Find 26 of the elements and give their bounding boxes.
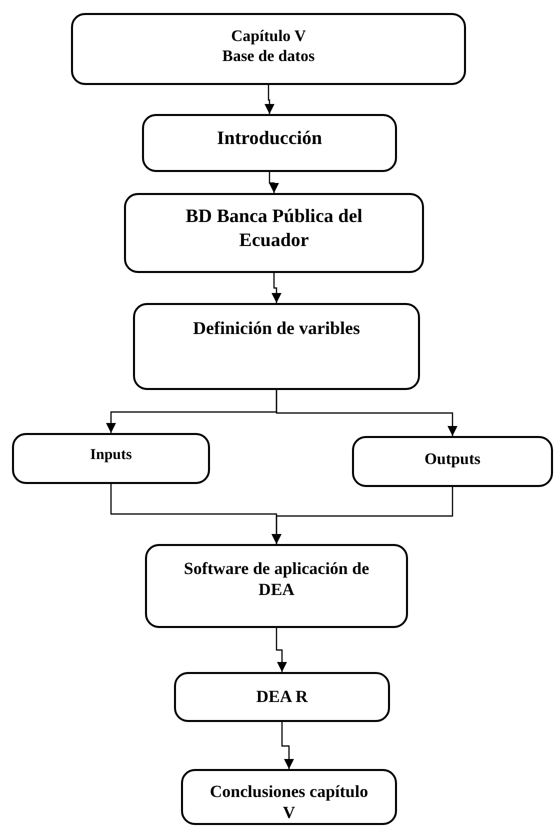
box-label: BD Banca Pública del Ecuador [184,205,364,252]
process-box [12,433,210,484]
box-label: Introducción [216,127,322,151]
process-box [124,193,424,273]
box-label: Outputs [424,450,481,470]
process-box [181,769,397,825]
box-label: Definición de varibles [193,317,360,340]
arrow [276,628,287,672]
arrow [276,390,458,436]
arrow [272,487,454,544]
arrow [268,172,279,193]
arrow [264,85,274,114]
process-box [145,544,408,628]
process-box [174,672,390,722]
box-label: Base de datos [222,47,315,67]
process-box [142,114,397,172]
box-label: Inputs [90,446,132,465]
arrow [272,273,282,303]
process-box [71,13,466,85]
box-label: Capítulo V [231,27,306,47]
box-label: DEA R [256,686,308,708]
box-label: Conclusiones capítulo V [208,781,370,824]
process-box [133,303,420,390]
arrow [281,722,294,769]
process-box [352,436,553,487]
box-label: Software de aplicación de DEA [182,558,370,600]
